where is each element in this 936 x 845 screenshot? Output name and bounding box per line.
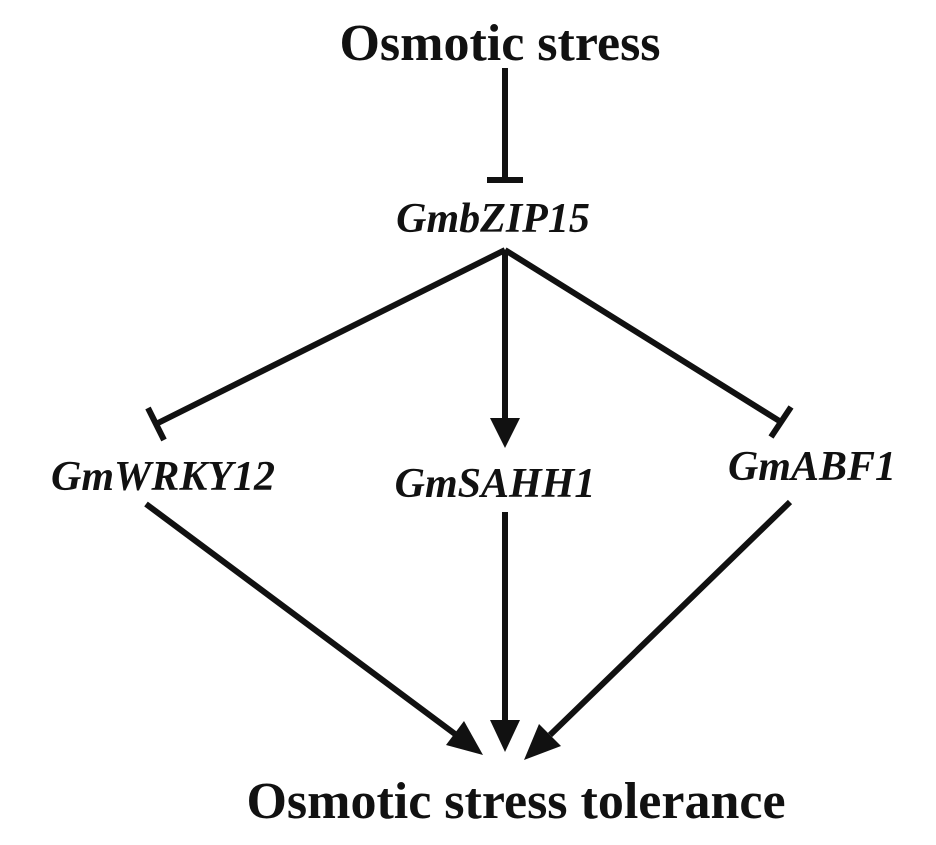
edge-gmbzip15-inhibits-gmabf1 bbox=[503, 247, 794, 439]
edge-gmwrky12-activates-tolerance bbox=[144, 501, 483, 755]
node-gmsahh1: GmSAHH1 bbox=[395, 461, 596, 507]
node-gmabf1: GmABF1 bbox=[728, 444, 896, 490]
node-osmotic-stress-tolerance: Osmotic stress tolerance bbox=[246, 773, 785, 830]
node-gmbzip15: GmbZIP15 bbox=[396, 196, 590, 242]
node-gmwrky12: GmWRKY12 bbox=[51, 454, 275, 500]
edge-gmsahh1-activates-tolerance bbox=[490, 512, 520, 752]
edge-gmabf1-activates-tolerance bbox=[524, 499, 793, 760]
edge-gmbzip15-activates-gmsahh1 bbox=[490, 250, 520, 448]
node-osmotic-stress: Osmotic stress bbox=[339, 15, 660, 72]
edge-gmbzip15-inhibits-gmwrky12 bbox=[145, 247, 507, 442]
edge-osmotic-stress-inhibits-gmbzip15 bbox=[487, 68, 523, 183]
